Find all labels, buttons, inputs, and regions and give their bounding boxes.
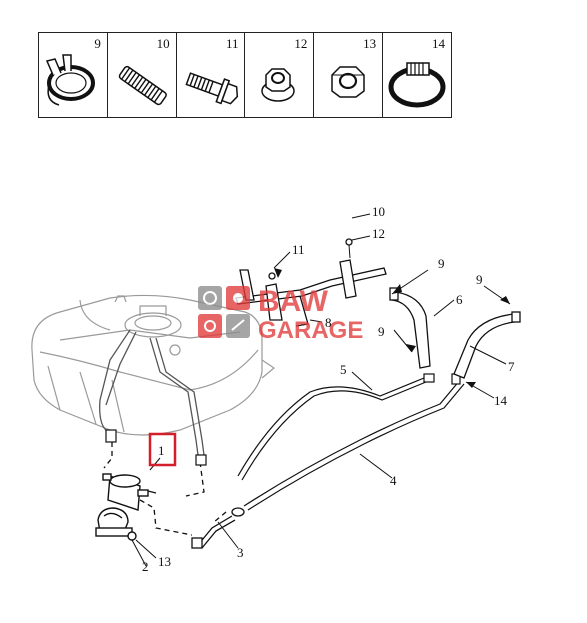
callout-6: 6 — [456, 292, 463, 307]
callout-2: 2 — [142, 559, 149, 574]
hose-7 — [453, 311, 521, 379]
fuel-pipe-5 — [237, 373, 435, 481]
legend-number: 9 — [94, 36, 101, 51]
legend-cell-14: 14 — [383, 33, 451, 117]
callout-4: 4 — [390, 473, 397, 488]
spring-clamp-icon — [45, 54, 95, 106]
watermark-gear-tile-icon — [198, 286, 222, 310]
leader-arrowheads — [274, 268, 510, 388]
callout-8: 8 — [325, 315, 332, 330]
tank-fuel-lines — [99, 329, 205, 456]
callout-12: 12 — [372, 226, 385, 241]
callout-9-a: 9 — [378, 324, 385, 339]
watermark-line-2: GARAGE — [258, 317, 363, 344]
hose-6 — [389, 287, 431, 369]
filter-bracket — [95, 507, 137, 541]
callout-1: 1 — [158, 443, 165, 458]
legend-number: 10 — [156, 36, 170, 51]
fuel-pipe-4 — [243, 373, 465, 511]
threaded-stud-icon — [118, 65, 167, 106]
callout-7: 7 — [508, 359, 515, 374]
legend-cell-13: 13 — [314, 33, 384, 117]
watermark-wrench-tile-icon — [198, 314, 222, 338]
flange-nut-icon — [261, 68, 296, 102]
fuel-tank — [31, 294, 276, 436]
legend-number: 11 — [225, 36, 239, 51]
legend-number: 14 — [431, 36, 445, 51]
callout-9-b: 9 — [438, 256, 445, 271]
legend-cell-10: 10 — [108, 33, 177, 117]
fuel-filter — [102, 473, 157, 511]
dashed-leader-lines — [103, 442, 227, 536]
watermark-line-1: BAW — [258, 285, 329, 318]
callout-3: 3 — [237, 545, 244, 560]
baw-garage-watermark: BAW GARAGE — [198, 285, 363, 344]
callout-5: 5 — [340, 362, 347, 377]
callout-1-highlight-box — [148, 432, 177, 467]
legend-number: 12 — [294, 36, 308, 51]
callout-10: 10 — [372, 204, 385, 219]
callout-9-c: 9 — [476, 272, 483, 287]
parts-legend-table: 9 10 11 12 — [38, 32, 452, 118]
pipe-bracket-8 — [235, 238, 387, 327]
legend-cell-12: 12 — [245, 33, 315, 117]
fuel-pipe-3 — [191, 507, 245, 549]
tank-outlet-connector — [105, 429, 207, 466]
callout-13: 13 — [158, 554, 171, 569]
legend-cell-9: 9 — [39, 33, 108, 117]
flange-bolt-icon — [185, 72, 238, 105]
worm-clamp-icon — [388, 62, 446, 108]
legend-number: 13 — [363, 36, 377, 51]
legend-cell-11: 11 — [177, 33, 246, 117]
callout-11: 11 — [292, 242, 305, 257]
callout-14: 14 — [494, 393, 508, 408]
hex-nut-icon — [331, 66, 366, 98]
